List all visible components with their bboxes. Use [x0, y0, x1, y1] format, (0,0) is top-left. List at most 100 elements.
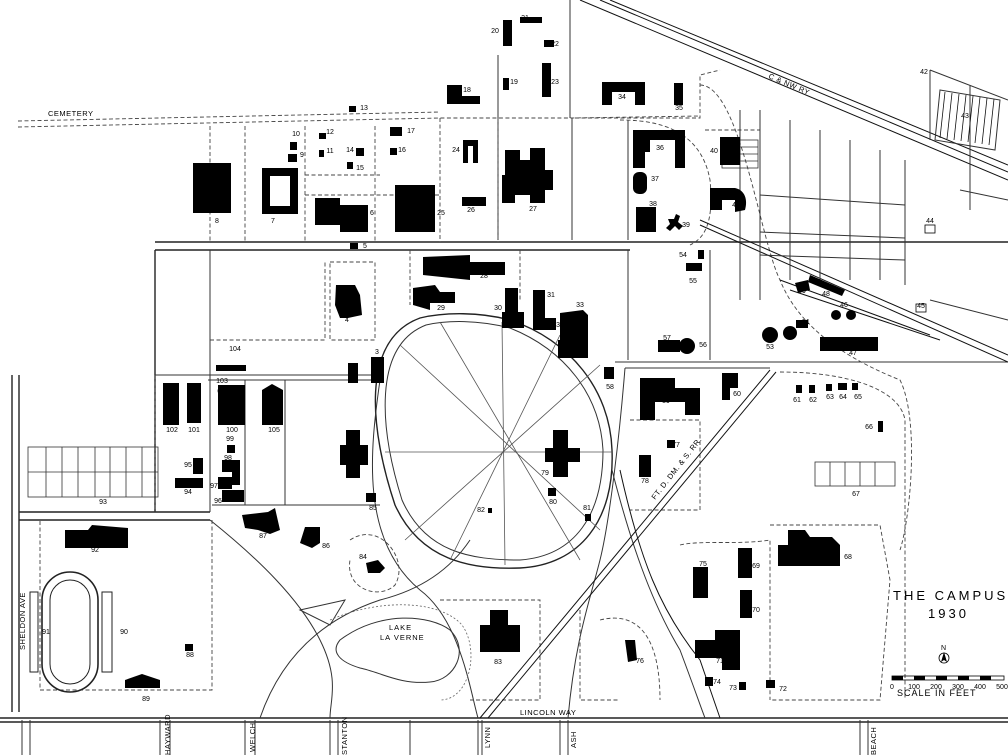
building-30-footprint [502, 288, 524, 328]
building-51-footprint [796, 320, 808, 328]
building-label-101: 101 [188, 427, 200, 434]
building-46b-footprint [846, 310, 856, 320]
building-59-footprint [640, 378, 700, 420]
building-100-footprint [218, 385, 245, 425]
scale-tick-label: 200 [930, 684, 942, 691]
building-label-26: 26 [467, 207, 475, 214]
building-85-footprint [366, 493, 376, 502]
building-56-footprint [679, 338, 695, 354]
building-label-100: 100 [226, 427, 238, 434]
building-label-23: 23 [551, 79, 559, 86]
building-label-8: 8 [215, 218, 219, 225]
street-label-stanton: STANTON [340, 716, 349, 755]
building-label-95: 95 [184, 462, 192, 469]
scale-tick-label: 500 [996, 684, 1008, 691]
building-103-footprint [217, 386, 227, 396]
building-label-32: 32 [556, 322, 564, 329]
building-label-61: 61 [793, 397, 801, 404]
building-label-56: 56 [699, 342, 707, 349]
building-label-25: 25 [437, 210, 445, 217]
building-label-31: 31 [547, 292, 555, 299]
building-label-53: 53 [766, 344, 774, 351]
building-label-99: 99 [226, 436, 234, 443]
building-98-footprint [222, 460, 240, 485]
building-65-footprint [852, 383, 858, 390]
building-label-66: 66 [865, 424, 873, 431]
buildings [65, 17, 936, 690]
building-label-55: 55 [689, 278, 697, 285]
scale-tick-label: 400 [974, 684, 986, 691]
building-label-104: 104 [229, 346, 241, 353]
building-label-70: 70 [752, 607, 760, 614]
building-94-footprint [175, 478, 203, 488]
building-21-footprint [520, 17, 542, 23]
building-label-12: 12 [326, 129, 334, 136]
building-105-footprint [262, 384, 283, 425]
building-69-footprint [738, 548, 752, 578]
building-label-94: 94 [184, 489, 192, 496]
building-63-footprint [826, 384, 832, 391]
building-label-68: 68 [844, 554, 852, 561]
building-71-footprint [695, 630, 740, 670]
street-label-lynn: LYNN [483, 727, 492, 748]
building-19-footprint [503, 78, 509, 90]
building-label-57: 57 [663, 335, 671, 342]
athletic-track [29, 571, 113, 693]
building-label-49: 49 [798, 288, 806, 295]
building-86-footprint [300, 527, 320, 548]
street-label-welch: WELCH [248, 722, 257, 752]
building-label-35: 35 [675, 105, 683, 112]
building-7-footprint [262, 168, 298, 214]
building-10-footprint [290, 142, 297, 150]
building-1-footprint [340, 430, 368, 478]
building-label-84: 84 [359, 554, 367, 561]
building-label-88: 88 [186, 652, 194, 659]
building-label-79: 79 [541, 470, 549, 477]
building-58-footprint [604, 367, 614, 379]
building-label-93: 93 [99, 499, 107, 506]
building-label-28: 28 [480, 273, 488, 280]
building-24-footprint [463, 140, 478, 163]
building-label-98: 98 [224, 455, 232, 462]
building-label-24: 24 [452, 147, 460, 154]
building-31-footprint [533, 290, 556, 330]
map-title: THE CAMPUS 1930 [893, 588, 1005, 621]
building-52-footprint [783, 326, 797, 340]
building-label-48: 48 [822, 291, 830, 298]
building-label-72: 72 [779, 686, 787, 693]
lake-label-line2: LA VERNE [380, 633, 425, 642]
building-label-37: 37 [651, 176, 659, 183]
street-label-ash: ASH [569, 731, 578, 748]
building-label-103: 103 [216, 378, 228, 385]
building-label-91: 91 [42, 629, 50, 636]
building-34-footprint [602, 82, 645, 105]
building-101-footprint [187, 383, 201, 423]
east-lots [739, 69, 1008, 321]
building-label-15: 15 [356, 165, 364, 172]
building-label-82: 82 [477, 507, 485, 514]
building-label-27: 27 [529, 206, 537, 213]
north-pointer-icon [941, 652, 947, 662]
building-label-73: 73 [729, 685, 737, 692]
building-78-footprint [639, 455, 651, 477]
building-label-11: 11 [326, 148, 333, 155]
building-label-60: 60 [733, 391, 741, 398]
building-9-footprint [288, 154, 297, 162]
building-label-43: 43 [961, 113, 969, 120]
building-35-footprint [674, 83, 683, 105]
building-label-74: 74 [713, 679, 721, 686]
building-53-footprint [762, 327, 778, 343]
building-label-2: 2 [351, 369, 355, 376]
building-label-33: 33 [576, 302, 584, 309]
building-label-13: 13 [360, 105, 368, 112]
building-80-footprint [548, 488, 556, 496]
building-label-21: 21 [521, 15, 529, 22]
building-62-footprint [809, 385, 815, 393]
north-arrow: N [938, 645, 950, 664]
building-label-64: 64 [839, 394, 847, 401]
building-label-47: 47 [849, 350, 857, 357]
building-label-44: 44 [926, 218, 934, 225]
building-79-footprint [545, 430, 580, 477]
building-68-footprint [778, 530, 840, 566]
